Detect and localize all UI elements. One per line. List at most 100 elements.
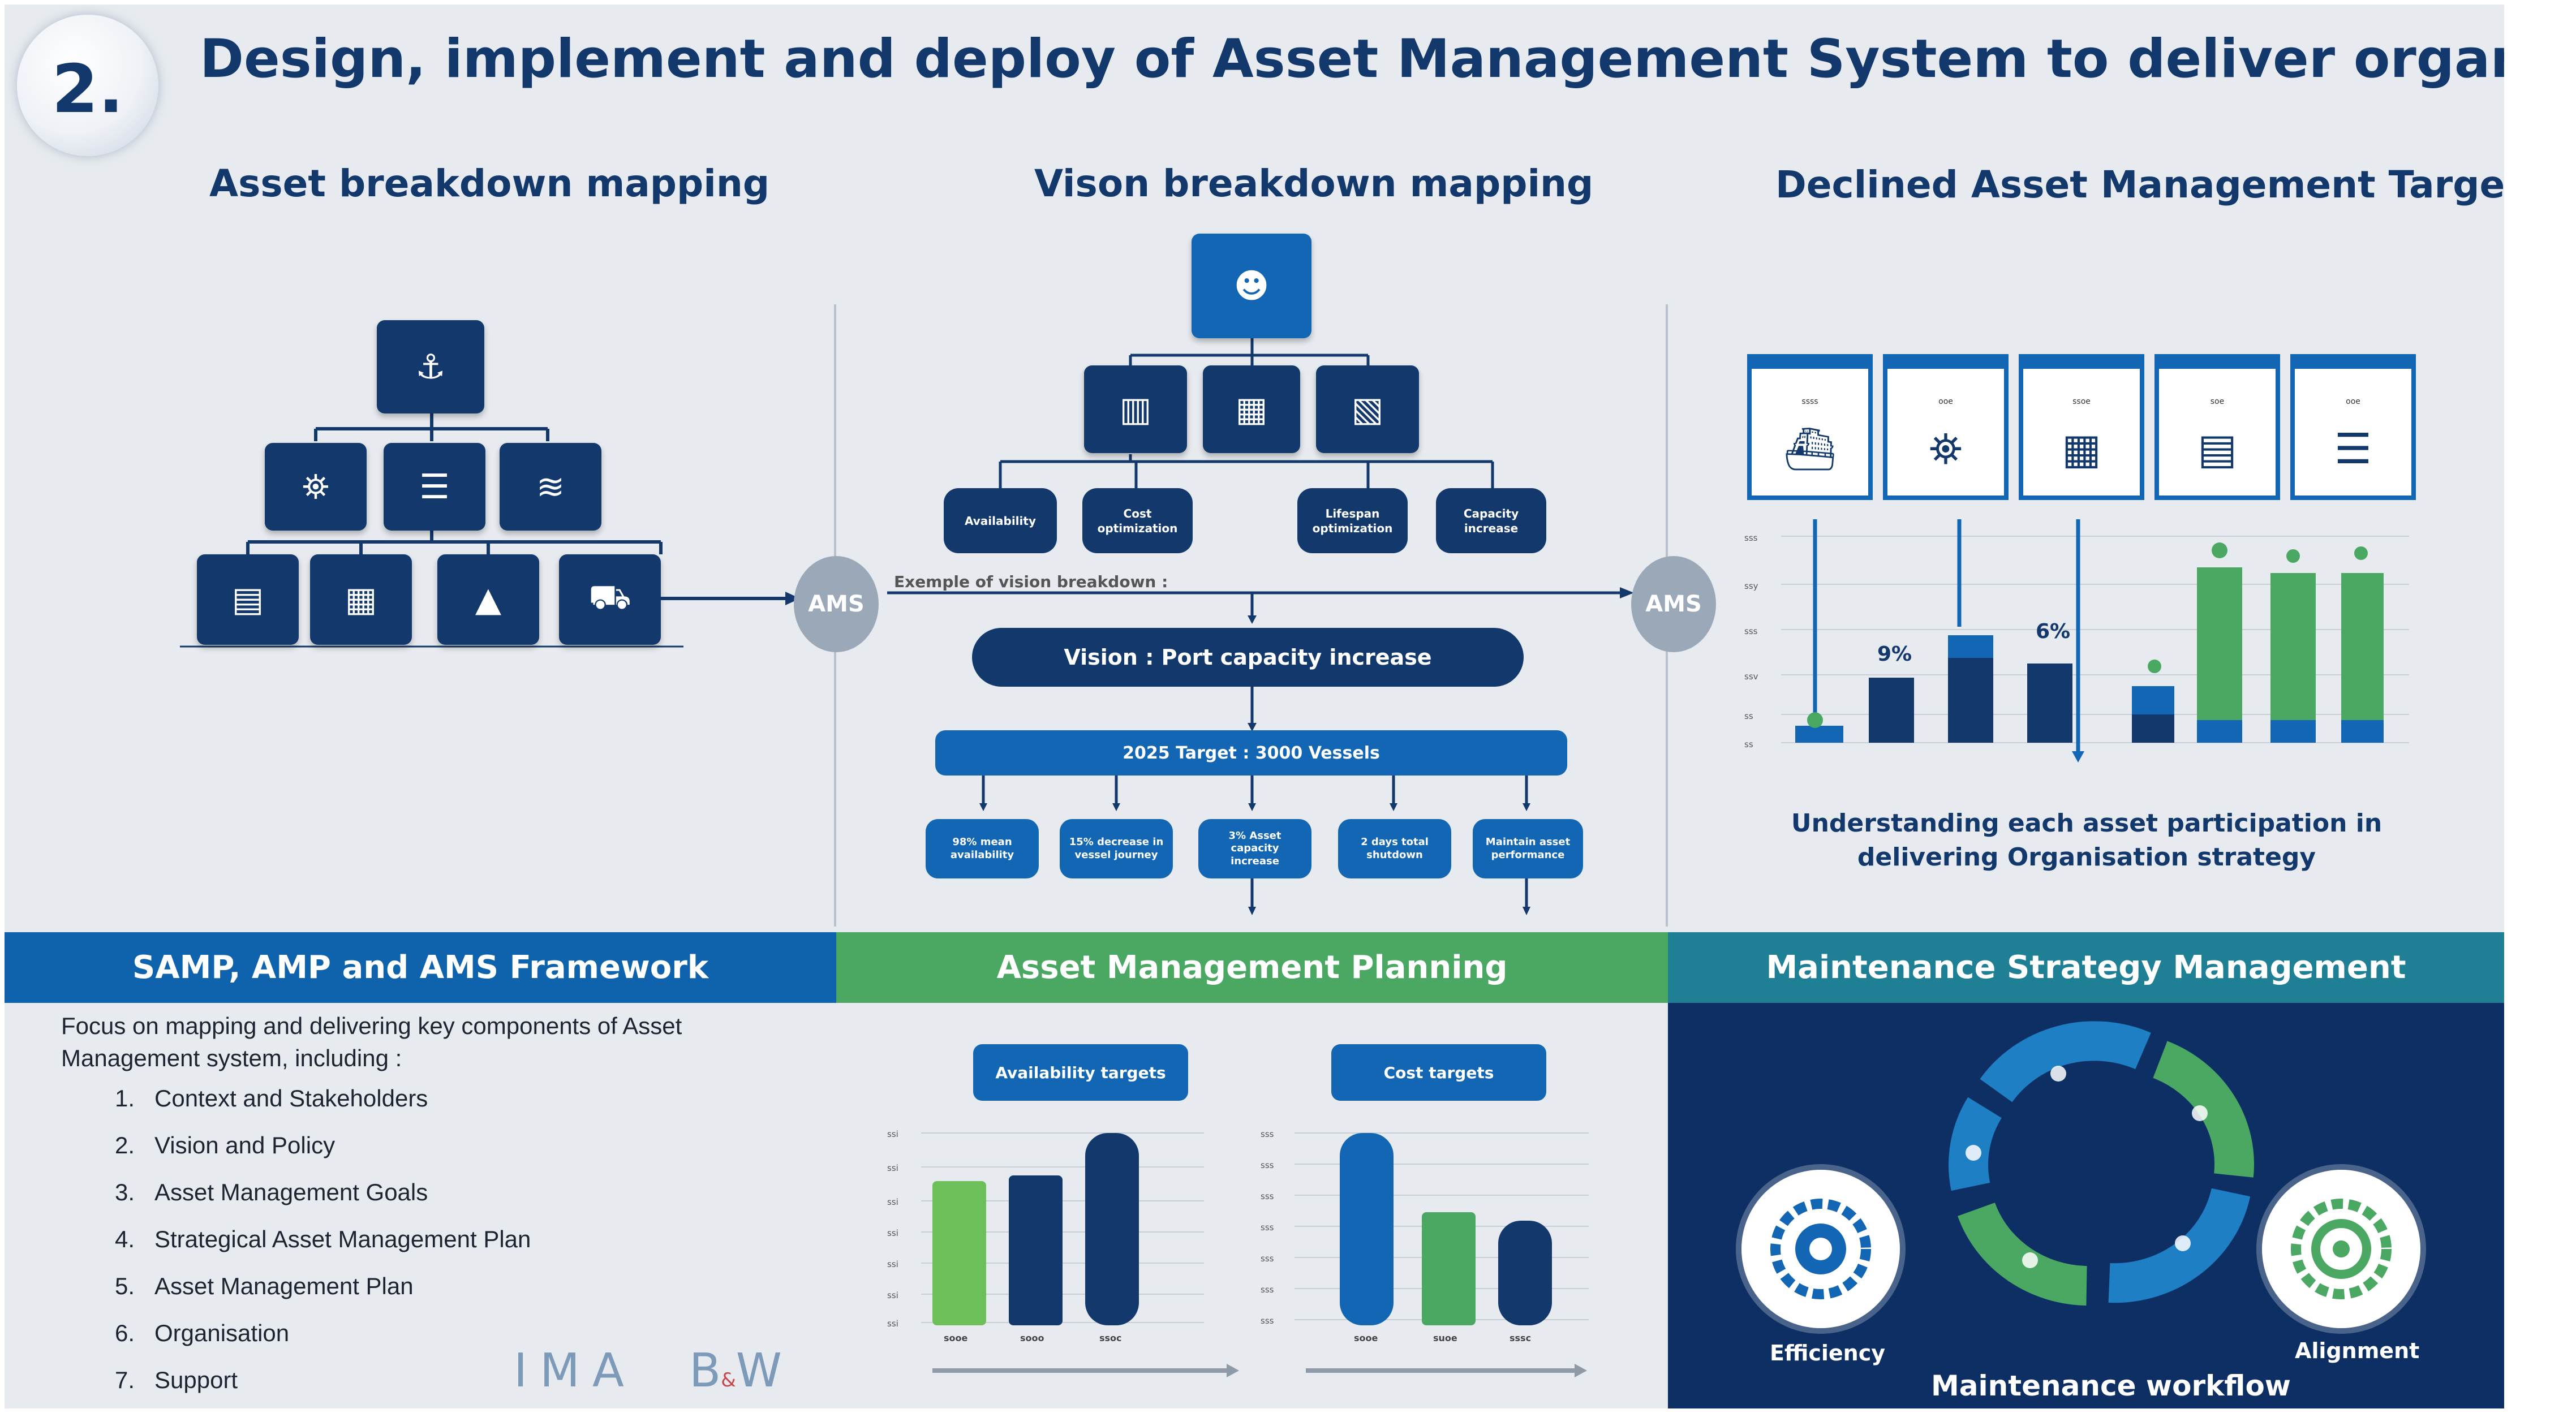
y-tick: ssi	[887, 1319, 898, 1329]
framework-item-6: 6. Organisation	[115, 1320, 289, 1347]
bar	[2197, 720, 2242, 743]
item-number: 1.	[115, 1085, 135, 1112]
pipe-icon: ☰	[2334, 425, 2372, 473]
wave-icon: ≋	[500, 443, 601, 531]
oil-rig-icon: ⛯	[1929, 425, 1963, 473]
x-tick: suoe	[1433, 1333, 1457, 1343]
target-card-vessel: ssss⛴	[1747, 354, 1873, 500]
y-tick: sss	[1261, 1222, 1274, 1233]
planning-charts: ssi ssi ssi ssi ssi ssi ssi sss sss sss …	[887, 1129, 1589, 1377]
cost-bar-3	[1498, 1221, 1552, 1325]
framework-intro-line2: Management system, including :	[61, 1044, 402, 1071]
maintenance-workflow-label: Maintenance workflow	[1931, 1369, 2291, 1402]
bar	[2341, 720, 2384, 743]
maintenance-cycle	[1949, 1021, 2254, 1306]
logo-ima: IMA	[514, 1344, 637, 1398]
card-label: soe	[2210, 397, 2225, 406]
bar	[2027, 664, 2072, 743]
item-label: Asset Management Goals	[154, 1179, 428, 1205]
bar-annotation: 9%	[1877, 643, 1912, 666]
sub-target-journey: 15% decrease in vessel journey	[1060, 819, 1173, 878]
target-bar: 2025 Target : 3000 Vessels	[935, 730, 1567, 776]
logo-bw-amp: &	[721, 1369, 736, 1392]
logo-bw-w: W	[736, 1344, 782, 1398]
availability-bar-3	[1085, 1133, 1139, 1325]
bar	[2132, 686, 2174, 714]
y-tick: sss	[1261, 1285, 1274, 1295]
item-label: Organisation	[154, 1320, 290, 1346]
availability-targets-label: Availability targets	[973, 1044, 1188, 1101]
road-icon: ▲	[437, 554, 539, 645]
office-building-icon: ▦	[1203, 365, 1300, 453]
truck-icon: ⛟	[559, 554, 661, 645]
alignment-label: Alignment	[2295, 1338, 2420, 1363]
container-icon: ▤	[197, 554, 299, 645]
y-tick: sss	[1261, 1191, 1274, 1201]
sub-target-shutdown: 2 days total shutdown	[1338, 819, 1451, 878]
item-number: 2.	[115, 1132, 135, 1158]
gear-icon	[1770, 1199, 1871, 1299]
targets-bar-chart: sss ssy sss ssv ss ss 9% 6%	[1744, 519, 2409, 762]
target-card-bus: ssoe ▦	[2019, 354, 2144, 500]
ams-node-right: AMS	[1631, 556, 1716, 652]
category-capacity: Capacity increase	[1436, 488, 1546, 553]
y-tick: ssy	[1744, 581, 1758, 591]
y-tick: sss	[1261, 1160, 1274, 1170]
card-label: ooe	[2346, 397, 2360, 406]
targets-title: Declined Asset Management Targets	[1775, 163, 2504, 206]
x-tick: sooe	[944, 1333, 968, 1343]
framework-item-1: 1.Context and Stakeholders	[115, 1085, 428, 1112]
efficiency-badge	[1741, 1170, 1900, 1328]
availability-bar-2	[1009, 1175, 1063, 1325]
sub-target-availability: 98% mean availability	[926, 819, 1039, 878]
logo-bw-b: B	[689, 1344, 721, 1398]
vehicle-icon: ▦	[2062, 425, 2101, 473]
item-number: 7.	[115, 1367, 135, 1393]
bar	[2270, 573, 2316, 720]
y-tick: sss	[1261, 1129, 1274, 1139]
target-card-container: soe▤	[2154, 354, 2280, 500]
x-tick: sooe	[1354, 1333, 1378, 1343]
y-tick: sss	[1744, 626, 1758, 636]
item-number: 4.	[115, 1226, 135, 1252]
targets-caption: Understanding each asset participation i…	[1791, 809, 2383, 872]
item-label: Support	[154, 1367, 238, 1393]
bar	[2197, 567, 2242, 720]
card-label: ssoe	[2072, 397, 2091, 406]
asset-tree-connectors	[180, 412, 683, 648]
pipeline-icon: ☰	[384, 443, 485, 531]
framework-intro: Focus on mapping and delivering key comp…	[61, 1010, 682, 1074]
y-tick: ssi	[887, 1197, 898, 1207]
vision-breakdown-title: Vison breakdown mapping	[1034, 162, 1594, 205]
asset-breakdown-title: Asset breakdown mapping	[209, 162, 770, 205]
framework-item-7: 7. Support	[115, 1367, 238, 1394]
bar	[1869, 678, 1914, 743]
efficiency-label: Efficiency	[1770, 1341, 1886, 1365]
y-tick: ssi	[887, 1129, 898, 1139]
y-tick: ss	[1744, 711, 1753, 721]
y-tick: ssi	[887, 1228, 898, 1238]
framework-item-4: 4.Strategical Asset Management Plan	[115, 1226, 531, 1253]
x-tick: sssc	[1510, 1333, 1531, 1343]
section-number: 2.	[51, 50, 124, 128]
band-samp: SAMP, AMP and AMS Framework	[5, 932, 836, 1003]
vision-tree-connectors	[887, 338, 1634, 915]
cost-bar-2	[1422, 1212, 1476, 1325]
logo-bw: B&W	[689, 1344, 782, 1398]
card-label: ooe	[1938, 397, 1953, 406]
vision-example-label: Exemple of vision breakdown :	[894, 572, 1168, 591]
framework-intro-line1: Focus on mapping and delivering key comp…	[61, 1013, 682, 1039]
cost-bar-1	[1340, 1133, 1394, 1325]
framework-item-2: 2.Vision and Policy	[115, 1132, 335, 1159]
category-cost: Cost optimization	[1082, 488, 1193, 553]
section-number-badge: 2.	[17, 15, 158, 156]
bar	[2132, 714, 2174, 743]
item-label: Asset Management Plan	[154, 1273, 414, 1299]
category-lifespan: Lifespan optimization	[1297, 488, 1408, 553]
x-tick: sooo	[1020, 1333, 1044, 1343]
availability-bar-1	[932, 1181, 986, 1325]
port-vessel-icon: ⚓	[377, 320, 484, 413]
item-number: 6.	[115, 1320, 135, 1346]
y-tick: sss	[1261, 1253, 1274, 1264]
